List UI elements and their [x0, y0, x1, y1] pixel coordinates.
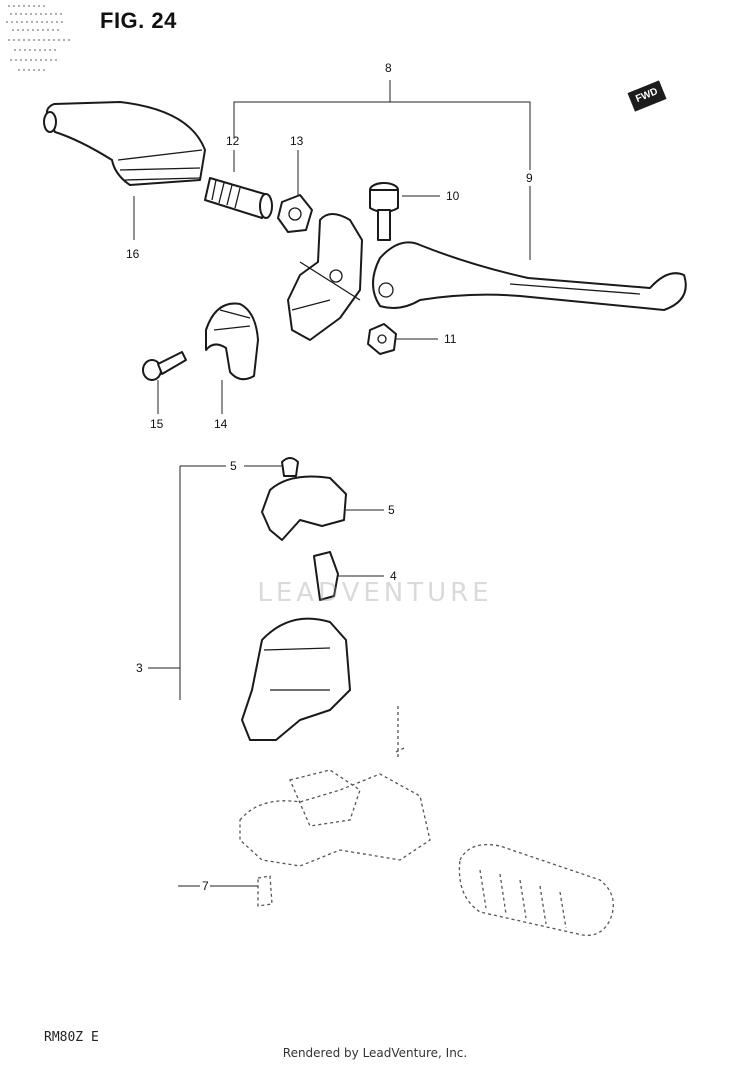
- callout-labels: 8 9 10 11 12 13 14 15 16 5 5 4 3 7: [126, 61, 533, 893]
- callout-5-right: 5: [388, 503, 395, 517]
- part-15-screw: [142, 351, 187, 381]
- part-13-lock-nut: [277, 194, 313, 233]
- callout-13: 13: [290, 134, 304, 148]
- part-8-bracket: [233, 80, 531, 260]
- callout-7: 7: [202, 879, 209, 893]
- model-code: RM80Z E: [44, 1030, 99, 1045]
- callout-16: 16: [126, 247, 140, 261]
- lever-holder: [287, 213, 363, 341]
- callout-12: 12: [226, 134, 240, 148]
- scan-noise: [6, 5, 70, 71]
- part-12-adjuster: [204, 177, 273, 219]
- callout-9: 9: [526, 171, 533, 185]
- watermark: LEADVENTURE: [257, 578, 493, 608]
- part-14-clamp: [205, 302, 259, 381]
- callout-11: 11: [444, 332, 457, 346]
- callout-8: 8: [385, 61, 392, 75]
- part-9-lever: [372, 241, 687, 311]
- part-16-lever-cover: [43, 101, 206, 186]
- part-11-nut: [367, 323, 397, 355]
- callout-3: 3: [136, 661, 143, 675]
- footer-credit: Rendered by LeadVenture, Inc.: [282, 1046, 468, 1060]
- lower-switch-assembly: [148, 457, 614, 937]
- callout-10: 10: [446, 189, 460, 203]
- callout-4: 4: [390, 569, 397, 583]
- callout-5-top: 5: [230, 459, 237, 473]
- callout-15: 15: [150, 417, 164, 431]
- upper-leaders: [133, 150, 440, 414]
- part-10-bolt: [369, 182, 399, 241]
- callout-14: 14: [214, 417, 228, 431]
- figure-title: FIG. 24: [100, 8, 177, 33]
